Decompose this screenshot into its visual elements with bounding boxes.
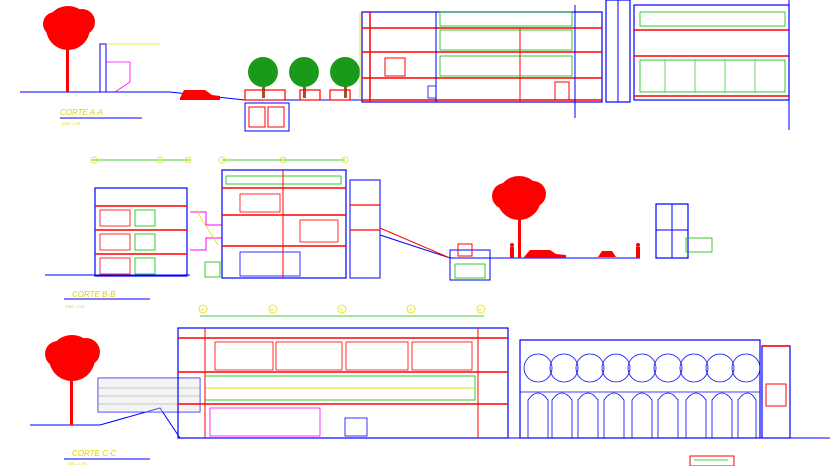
section-scale-c: ESC. 1/75 [68, 461, 87, 466]
person-icon [510, 243, 514, 258]
section-scale-b: ESC. 1/75 [66, 304, 85, 309]
car-icon [180, 90, 220, 100]
axis-label-a: A [201, 307, 204, 312]
section-b-b: CORTE B-B ESC. 1/75 [45, 156, 713, 309]
axis-label-c: C [340, 307, 343, 312]
tree-red-icon [43, 6, 95, 92]
axis-marker-d [406, 304, 416, 314]
axis-label-b: B [271, 307, 274, 312]
axis-marker-e [476, 304, 486, 314]
axis-marker-c [337, 304, 347, 314]
tree-green-icon [248, 57, 360, 98]
tree-red-icon [45, 335, 100, 425]
axis-label-e: E [479, 307, 482, 312]
axis-label-d: D [409, 307, 412, 312]
car-icon [524, 250, 616, 258]
section-c-c: A B C D E [30, 304, 830, 466]
section-scale-a: ESC. 1/75 [62, 121, 81, 126]
axis-marker-b [268, 304, 278, 314]
axis-marker-a [198, 304, 208, 314]
section-a-a: CORTE A-A ESC. 1/75 [20, 0, 790, 132]
section-title-a: CORTE A-A [60, 108, 103, 117]
section-title-c: CORTE C-C [72, 449, 117, 458]
tree-red-icon [492, 176, 546, 258]
arches [523, 353, 761, 438]
section-title-b: CORTE B-B [72, 290, 116, 299]
person-icon [636, 243, 640, 258]
